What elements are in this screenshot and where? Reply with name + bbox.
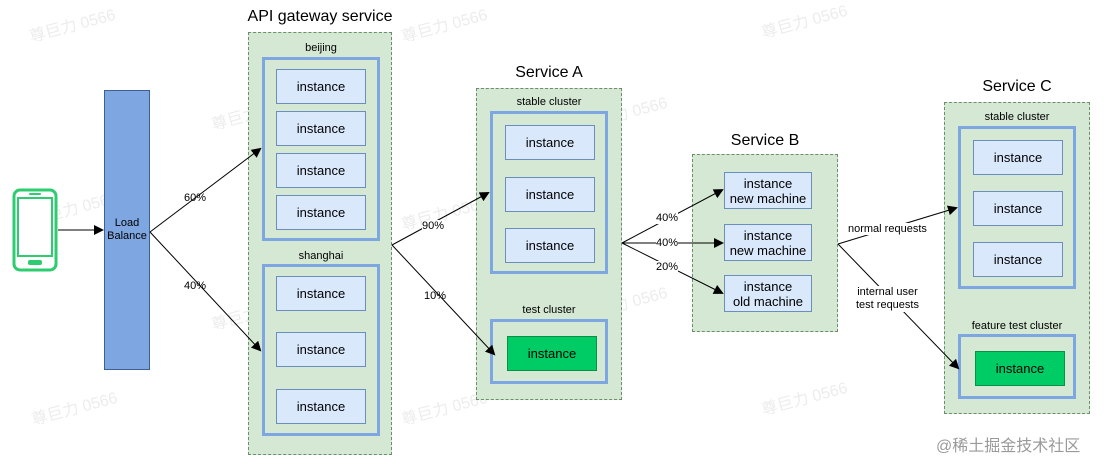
service-b-instance-3-detail: old machine <box>732 293 804 309</box>
service-c-stable-instance-3: instance <box>973 242 1063 277</box>
service-c-feature-instance: instance <box>975 351 1065 386</box>
edge-label-lb-shanghai: 40% <box>184 280 207 292</box>
watermark: 尊巨力 0566 <box>399 6 490 47</box>
service-c-stable-cluster-label: stable cluster <box>984 111 1050 123</box>
watermark: 尊巨力 0566 <box>29 389 120 430</box>
beijing-cluster <box>262 57 380 241</box>
service-b-instance-1-name: instance <box>743 175 793 191</box>
service-a-stable-cluster-label: stable cluster <box>516 96 582 108</box>
beijing-instance-4: instance <box>276 195 366 230</box>
edge-label-a-b2: 40% <box>656 237 679 249</box>
edge-label-gw-test: 10% <box>424 290 447 302</box>
service-a-test-cluster-label: test cluster <box>522 304 576 316</box>
service-c-feature-cluster <box>958 334 1076 399</box>
service-b-instance-3-name: instance <box>743 278 793 294</box>
beijing-instance-2: instance <box>276 111 366 146</box>
beijing-cluster-label: beijing <box>305 42 337 54</box>
source-credit: @稀土掘金技术社区 <box>936 438 1081 455</box>
edge-label-lb-beijing: 60% <box>184 192 207 204</box>
edge-label-internal-line2: test requests <box>856 299 919 311</box>
service-c-stable-instance-1: instance <box>973 140 1063 175</box>
service-c-title: Service C <box>982 78 1052 95</box>
gateway-service-title: API gateway service <box>247 8 393 25</box>
service-c-stable-instance-2: instance <box>973 191 1063 226</box>
shanghai-instance-3: instance <box>276 389 366 424</box>
service-a-stable-instance-3: instance <box>505 228 595 263</box>
load-balancer: Load Balance <box>104 90 150 370</box>
edge-label-gw-stable: 90% <box>422 220 445 232</box>
service-b-instance-2-detail: new machine <box>729 242 807 258</box>
service-b-instance-2-name: instance <box>743 227 793 243</box>
service-a-title: Service A <box>515 64 583 81</box>
service-b-instance-1-detail: new machine <box>729 190 807 206</box>
shanghai-cluster-label: shanghai <box>298 250 344 262</box>
service-c-feature-cluster-label: feature test cluster <box>971 320 1063 332</box>
watermark: 尊巨力 0566 <box>759 2 850 43</box>
shanghai-cluster <box>262 264 380 436</box>
beijing-instance-3: instance <box>276 153 366 188</box>
beijing-instance-1: instance <box>276 69 366 104</box>
service-c-stable-cluster <box>958 126 1076 289</box>
service-b-title: Service B <box>730 132 800 149</box>
service-a-stable-cluster <box>490 111 608 274</box>
service-a-stable-instance-2: instance <box>505 177 595 212</box>
edge-label-a-b3: 20% <box>656 261 679 273</box>
shanghai-instance-1: instance <box>276 276 366 311</box>
load-balancer-label-line2: Balance <box>107 230 147 242</box>
service-a-stable-instance-1: instance <box>505 125 595 160</box>
shanghai-instance-2: instance <box>276 332 366 367</box>
edge-label-a-b1: 40% <box>656 212 679 224</box>
arrow-lb-to-beijing <box>149 147 262 233</box>
edge-label-normal-requests: normal requests <box>848 223 927 235</box>
edge-label-internal-line1: internal user <box>857 286 918 298</box>
watermark: 尊巨力 0566 <box>759 379 850 420</box>
load-balancer-label-line1: Load <box>114 217 140 229</box>
edge-label-internal-test-requests: internal user test requests <box>856 286 919 312</box>
service-a-test-instance: instance <box>507 336 597 371</box>
watermark: 尊巨力 0566 <box>27 6 118 47</box>
mobile-phone-icon <box>12 188 58 272</box>
